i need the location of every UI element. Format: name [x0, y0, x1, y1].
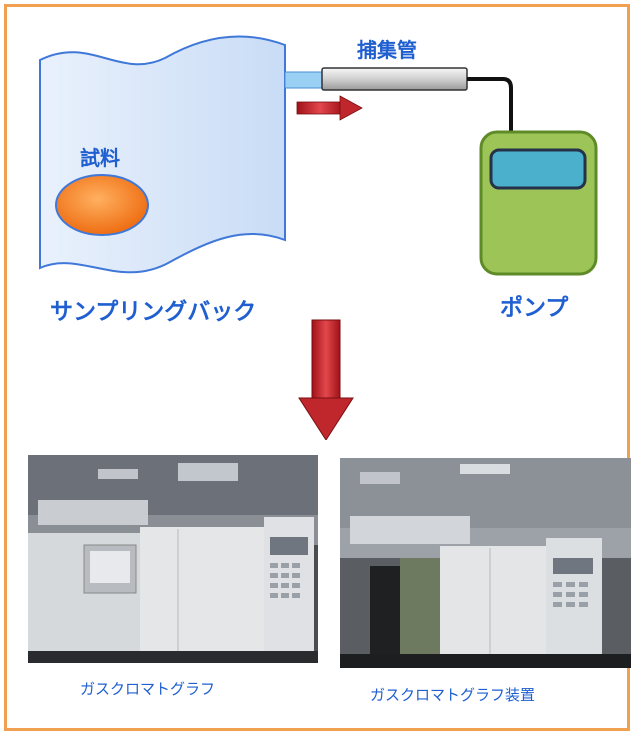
trap-tube-label: 捕集管 — [357, 38, 417, 62]
gas-chromatograph-apparatus-photo — [340, 458, 631, 668]
pump-screen — [489, 148, 587, 190]
flow-arrow — [296, 95, 363, 121]
sampling-bag-label: サンプリングバック — [50, 299, 257, 325]
gas-chromatograph-photo — [28, 455, 318, 663]
trap-tube — [321, 67, 468, 91]
down-arrow — [298, 319, 354, 440]
pump-hose — [467, 77, 513, 138]
sampling-diagram — [39, 35, 598, 440]
pump-label: ポンプ — [500, 295, 569, 321]
sample-label: 試料 — [80, 146, 120, 170]
sampling-bag — [39, 35, 286, 274]
sample-blob — [55, 174, 149, 236]
photo-caption-2: ガスクロマトグラフ装置 — [370, 686, 536, 704]
bag-connector — [284, 71, 326, 89]
photo-caption-1: ガスクロマトグラフ — [80, 680, 216, 698]
